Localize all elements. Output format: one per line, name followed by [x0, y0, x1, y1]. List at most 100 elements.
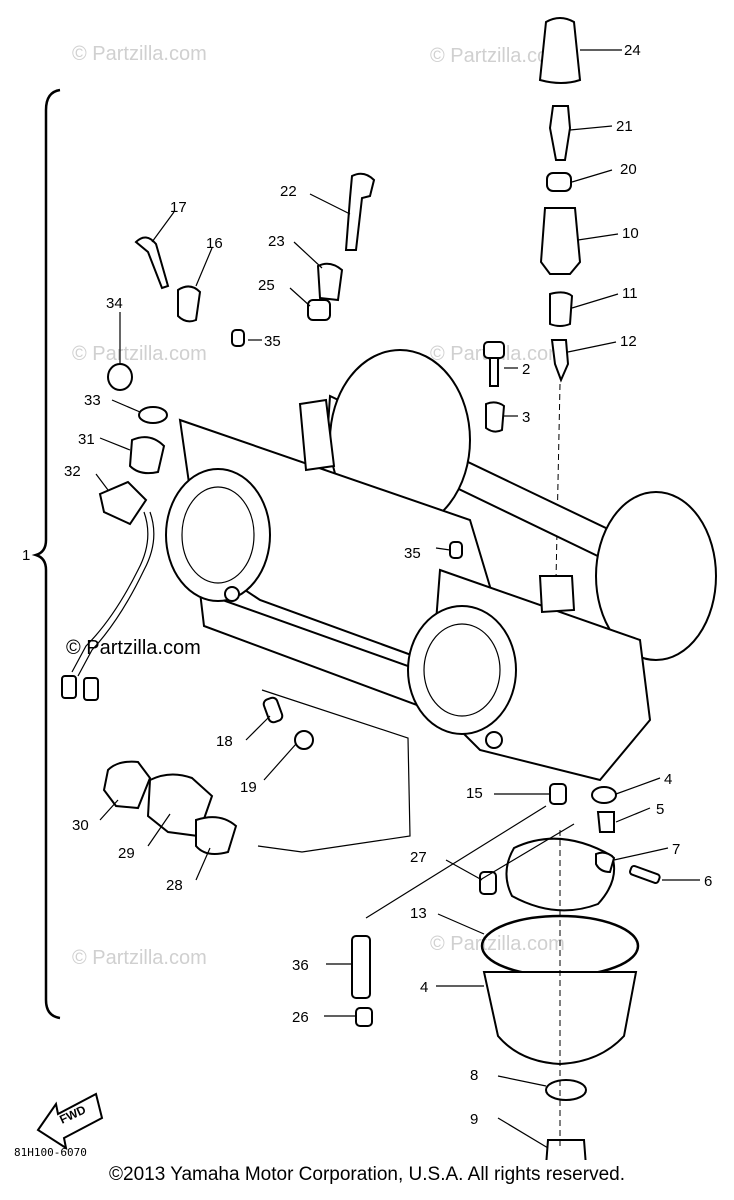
leader-lines	[95, 49, 700, 1149]
callout-17: 17	[170, 199, 187, 216]
part-5-jet	[596, 811, 615, 833]
top-parts	[538, 17, 582, 581]
upper-left-parts	[61, 172, 376, 701]
callout-24: 24	[624, 42, 641, 59]
part-3-spring	[485, 401, 506, 433]
callout-32: 32	[64, 463, 81, 480]
part-35-plug	[449, 541, 463, 559]
part-31-spring	[128, 436, 166, 475]
part-22-screw	[344, 172, 376, 251]
right-top-nozzle	[538, 575, 576, 614]
watermark: © Partzilla.com	[72, 43, 207, 65]
callout-13: 13	[410, 905, 427, 922]
part-33-ring	[138, 406, 168, 424]
callout-26: 26	[292, 1009, 309, 1026]
left-top-nozzle	[298, 398, 336, 472]
watermark: © Partzilla.com	[430, 933, 565, 955]
callout-1: 1	[22, 547, 30, 564]
middle-right-parts	[449, 341, 506, 559]
callout-25: 25	[258, 277, 275, 294]
callout-18: 18	[216, 733, 233, 750]
part-20-washer	[546, 172, 572, 192]
part-15-jet	[549, 783, 567, 805]
assembly-line	[257, 689, 411, 853]
callout-30: 30	[72, 817, 89, 834]
part-2-screw-shank	[489, 357, 499, 387]
callout-35: 35	[264, 333, 281, 350]
carburetor-body	[165, 349, 717, 782]
mount-hole	[224, 586, 240, 602]
callout-2: 2	[522, 361, 530, 378]
part-2-screw-head	[483, 341, 505, 359]
callout-21: 21	[616, 118, 633, 135]
part-19-washer	[294, 730, 314, 750]
part-4-washer	[591, 786, 617, 804]
callout-6: 6	[704, 873, 712, 890]
part-30-piston	[102, 760, 152, 810]
callout-19: 19	[240, 779, 257, 796]
callout-10: 10	[622, 225, 639, 242]
callout-5: 5	[656, 801, 664, 818]
assembly-bracket	[31, 88, 61, 1020]
watermark-prominent: © Partzilla.com	[66, 637, 201, 659]
hose-clip	[61, 675, 77, 699]
callout-22: 22	[280, 183, 297, 200]
part-28-spring	[195, 816, 238, 855]
right-inlet-inner	[423, 623, 501, 717]
callout-8: 8	[470, 1067, 478, 1084]
fwd-arrow-icon	[36, 1092, 104, 1151]
forward-arrow: FWD	[36, 1092, 104, 1151]
callout-16: 16	[206, 235, 223, 252]
part-34-cap	[107, 363, 133, 391]
assembly-line	[365, 805, 547, 919]
callout-12: 12	[620, 333, 637, 350]
rear-bell-right	[595, 491, 717, 661]
callout-labels: 24 21 20 10 11 12 22 23 25 17 16 35 34 3…	[22, 42, 712, 1128]
assembly-line	[479, 823, 575, 881]
part-7-valve	[595, 851, 616, 874]
callout-3: 3	[522, 409, 530, 426]
part-36-stud	[351, 935, 371, 999]
fuel-hose	[77, 511, 155, 677]
part-25-cap	[307, 299, 331, 321]
carburetor-exploded-diagram: © Partzilla.com © Partzilla.com © Partzi…	[14, 17, 717, 1160]
callout-4: 4	[664, 771, 672, 788]
copyright-notice: ©2013 Yamaha Motor Corporation, U.S.A. A…	[109, 1164, 625, 1185]
part-6-pin	[629, 864, 661, 884]
diagram-code: 81H100-6070	[14, 1146, 87, 1159]
assembly-line	[555, 383, 561, 581]
callout-28: 28	[166, 877, 183, 894]
part-21-needle	[548, 105, 572, 161]
callout-31: 31	[78, 431, 95, 448]
float-bowl-parts	[351, 783, 661, 1160]
callout-15: 15	[466, 785, 483, 802]
callout-33: 33	[84, 392, 101, 409]
callout-29: 29	[118, 845, 135, 862]
watermark: © Partzilla.com	[72, 947, 207, 969]
part-26-plug	[355, 1007, 373, 1027]
part-32-fitting	[98, 480, 148, 526]
callout-9: 9	[470, 1111, 478, 1128]
watermark: © Partzilla.com	[72, 343, 207, 365]
part-23-spring	[316, 262, 344, 302]
part-10-holder	[539, 207, 582, 275]
callout-36: 36	[292, 957, 309, 974]
watermark: © Partzilla.com	[430, 45, 565, 67]
left-inlet-inner	[181, 486, 255, 584]
part-8-washer	[545, 1079, 587, 1101]
part-24-cap	[538, 17, 582, 84]
part-16-spring	[177, 285, 202, 323]
callout-11: 11	[622, 285, 638, 302]
part-35-plug	[231, 329, 245, 347]
lower-left-parts	[102, 689, 411, 855]
hose-clip	[83, 677, 99, 701]
callout-34: 34	[106, 295, 123, 312]
callout-20: 20	[620, 161, 637, 178]
fuel-hose-edge	[71, 511, 149, 673]
mount-hole	[485, 731, 503, 749]
callout-27: 27	[410, 849, 427, 866]
callout-35: 35	[404, 545, 421, 562]
part-12-needle	[550, 339, 570, 383]
part-9-plug	[545, 1139, 587, 1160]
callout-7: 7	[672, 841, 680, 858]
